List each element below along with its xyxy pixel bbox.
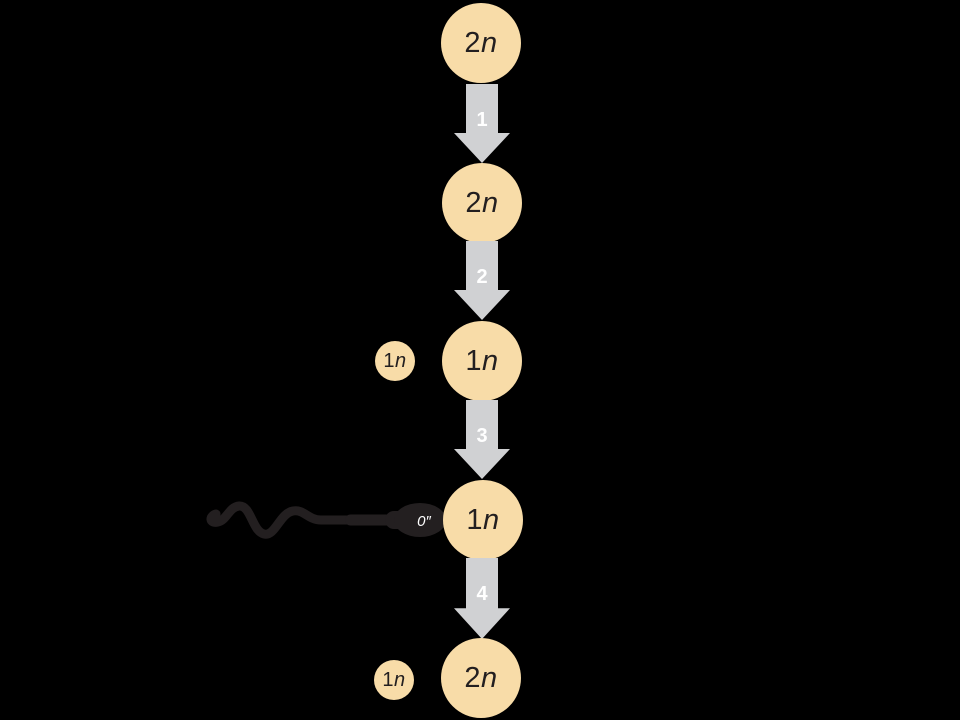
arrow-step-2: 2 — [452, 241, 512, 321]
down-arrow-icon — [454, 241, 510, 320]
cell-stage-5-ploidy: n — [481, 661, 498, 694]
cell-stage-3: 1n — [442, 321, 522, 401]
arrow-step-3: 3 — [452, 400, 512, 480]
cell-stage-1: 2n — [441, 3, 521, 83]
cell-stage-4-label: 1n — [466, 504, 499, 537]
arrow-step-3-number: 3 — [476, 425, 488, 447]
down-arrow-icon — [454, 400, 510, 479]
polar-body-stage-5-label: 1n — [382, 669, 405, 692]
polar-body-stage-3-ploidy: n — [395, 349, 407, 372]
cell-stage-5: 2n — [441, 638, 521, 718]
cell-stage-1-label: 2n — [464, 27, 497, 60]
cell-stage-2-ploidy: n — [482, 186, 499, 219]
sperm-icon: 0″ — [206, 501, 446, 539]
cell-stage-4-ploidy: n — [483, 503, 500, 536]
cell-stage-1-number: 2 — [464, 26, 481, 59]
arrow-step-4: 4 — [452, 558, 512, 640]
sperm-midpiece — [345, 514, 393, 526]
sperm-tail — [206, 501, 358, 539]
arrow-step-1: 1 — [452, 84, 512, 164]
polar-body-stage-3-number: 1 — [383, 349, 395, 372]
arrow-step-1-number: 1 — [476, 109, 488, 131]
cell-stage-2-label: 2n — [465, 187, 498, 220]
polar-body-stage-5-ploidy: n — [394, 668, 406, 691]
sperm-head-label: 0″ — [417, 513, 431, 530]
sperm-head — [394, 503, 446, 537]
polar-body-stage-5: 1n — [374, 660, 414, 700]
cell-stage-5-number: 2 — [464, 661, 481, 694]
cell-stage-1-ploidy: n — [481, 26, 498, 59]
down-arrow-icon — [454, 84, 510, 163]
cell-stage-2: 2n — [442, 163, 522, 243]
arrow-step-2-number: 2 — [476, 266, 488, 288]
down-arrow-icon — [454, 558, 510, 639]
cell-stage-2-number: 2 — [465, 186, 482, 219]
cell-stage-4: 1n — [443, 480, 523, 560]
polar-body-stage-3-label: 1n — [383, 350, 406, 373]
cell-stage-3-label: 1n — [465, 345, 498, 378]
cell-stage-3-ploidy: n — [482, 344, 499, 377]
polar-body-stage-5-number: 1 — [382, 668, 394, 691]
cell-stage-5-label: 2n — [464, 662, 497, 695]
cell-stage-3-number: 1 — [465, 344, 482, 377]
polar-body-stage-3: 1n — [375, 341, 415, 381]
cell-stage-4-number: 1 — [466, 503, 483, 536]
arrow-step-4-number: 4 — [476, 583, 488, 605]
